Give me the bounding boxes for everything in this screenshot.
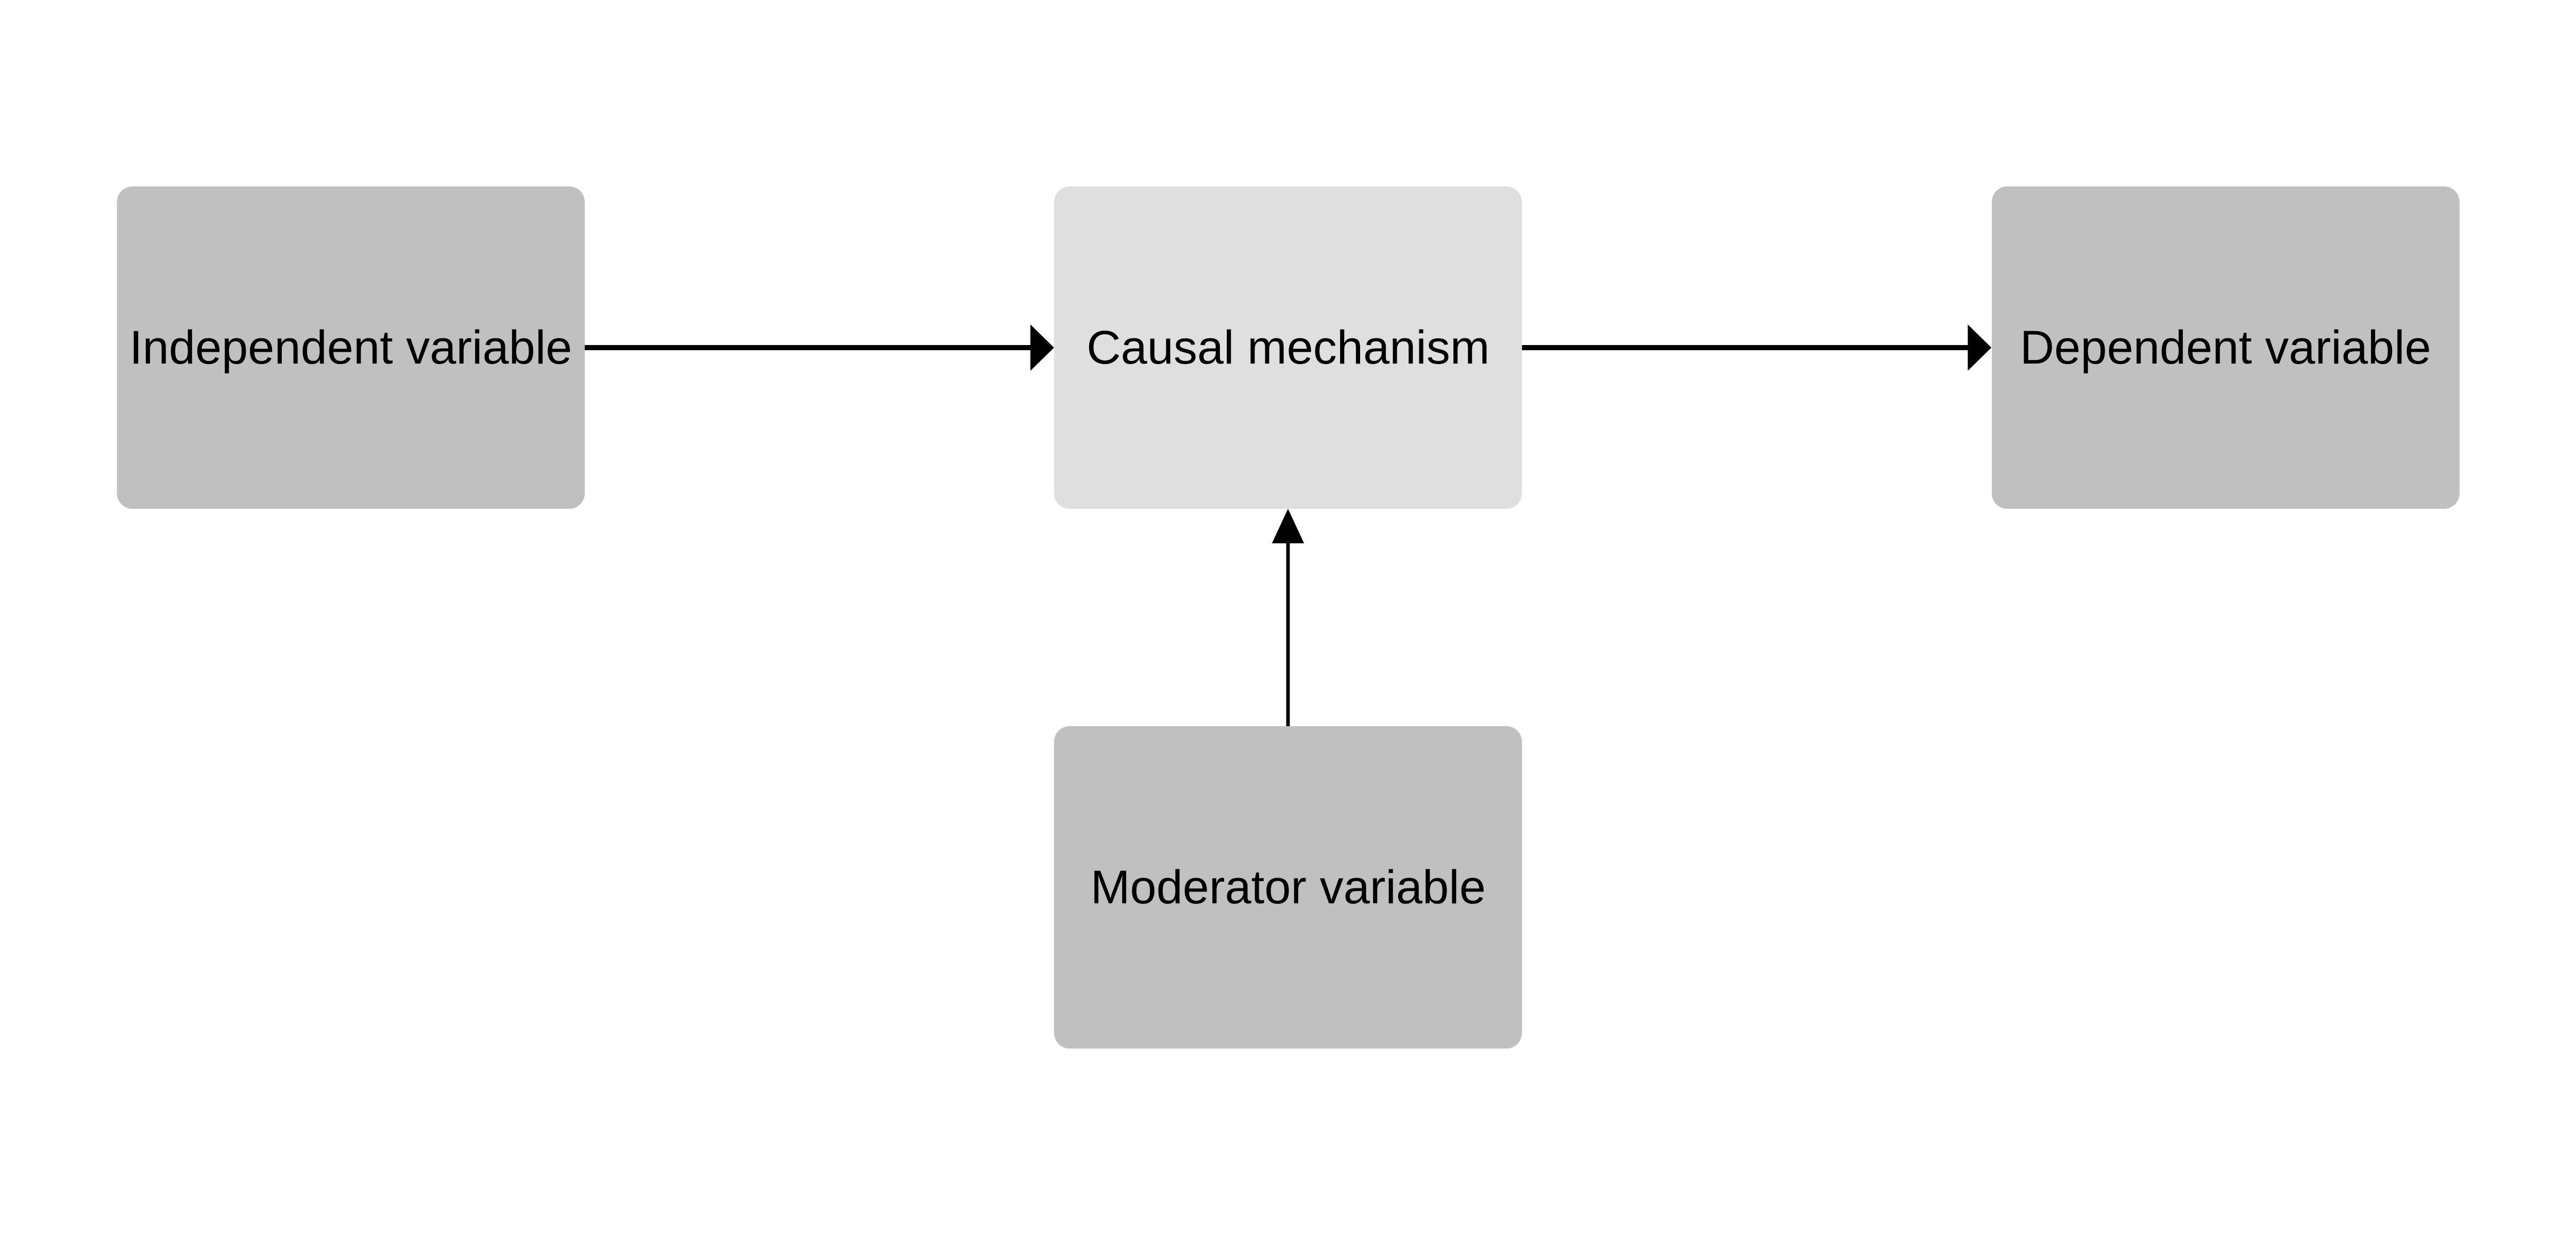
node-label: Independent variable	[129, 321, 572, 374]
edge-moderator-to-mechanism	[1272, 509, 1304, 726]
edge-independent-to-mechanism	[584, 324, 1054, 371]
node-causal-mechanism: Causal mechanism	[1054, 186, 1522, 509]
node-label: Moderator variable	[1090, 861, 1486, 914]
arrowhead-icon	[1272, 509, 1304, 543]
node-moderator-variable: Moderator variable	[1054, 726, 1522, 1049]
node-dependent-variable: Dependent variable	[1991, 186, 2460, 509]
edge-mechanism-to-dependent	[1522, 324, 1992, 371]
node-independent-variable: Independent variable	[116, 186, 585, 509]
arrowhead-icon	[1968, 324, 1992, 371]
node-label: Causal mechanism	[1087, 321, 1490, 374]
arrowhead-icon	[1030, 324, 1054, 371]
node-label: Dependent variable	[2020, 321, 2431, 374]
